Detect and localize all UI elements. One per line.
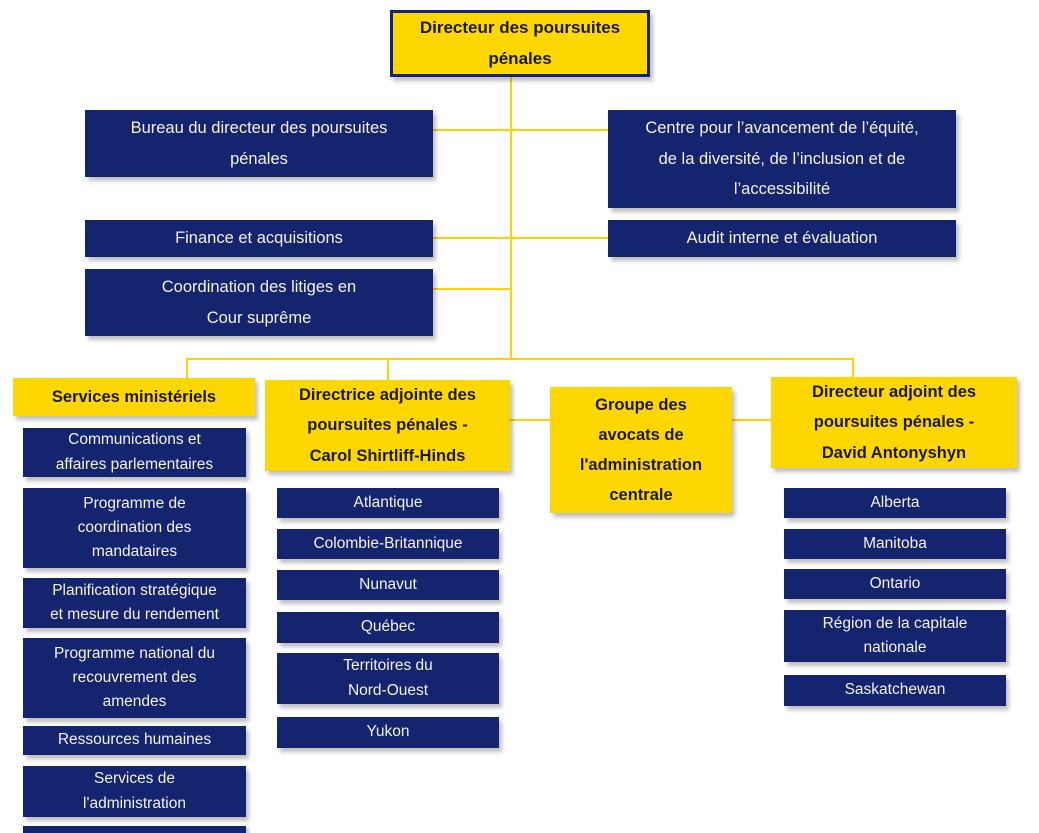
child-node-programme-coordination: Programme de coordination des mandataire…	[23, 488, 246, 568]
branch-head-directrice-adjointe: Directrice adjointe des poursuites pénal…	[265, 380, 510, 471]
connector-drop-directrice	[387, 358, 389, 381]
child-node-planification-strategique: Planification stratégique et mesure du r…	[23, 578, 246, 628]
child-node-territoires-nord-ouest: Territoires du Nord-Ouest	[277, 653, 499, 704]
child-node-nunavut: Nunavut	[277, 570, 499, 600]
branch-head-directeur-adjoint: Directeur adjoint des poursuites pénales…	[771, 377, 1017, 468]
node-centre-equite: Centre pour l’avancement de l’équité, de…	[608, 110, 956, 208]
child-node-colombie-britannique: Colombie-Britannique	[277, 529, 499, 559]
connector-root-vertical	[510, 77, 512, 360]
connector-groupe-right	[732, 419, 771, 421]
connector-row1-horizontal	[433, 129, 608, 131]
connector-drop-directeur	[852, 358, 854, 378]
node-audit-interne: Audit interne et évaluation	[608, 220, 956, 257]
branch-head-groupe-avocats: Groupe des avocats de l'administration c…	[550, 387, 732, 513]
child-node-programme-national-amendes: Programme national du recouvrement des a…	[23, 638, 246, 718]
cutoff-node-bottom	[23, 826, 246, 833]
node-finance-acquisitions: Finance et acquisitions	[85, 220, 433, 257]
child-node-communications: Communications et affaires parlementaire…	[23, 428, 246, 477]
connector-groupe-left	[510, 419, 550, 421]
root-node-directeur-poursuites-penales: Directeur des poursuites pénales	[390, 10, 650, 77]
node-coordination-litiges: Coordination des litiges en Cour suprême	[85, 269, 433, 336]
connector-drop-services	[186, 358, 188, 379]
node-bureau-directeur: Bureau du directeur des poursuites pénal…	[85, 110, 433, 177]
connector-row2-horizontal	[433, 237, 608, 239]
child-node-atlantique: Atlantique	[277, 488, 499, 518]
child-node-alberta: Alberta	[784, 488, 1006, 518]
child-node-saskatchewan: Saskatchewan	[784, 675, 1006, 706]
child-node-region-capitale-nationale: Région de la capitale nationale	[784, 610, 1006, 662]
connector-row3-horizontal	[433, 288, 512, 290]
child-node-ontario: Ontario	[784, 569, 1006, 599]
connector-distribution-horizontal	[186, 358, 854, 360]
child-node-quebec: Québec	[277, 612, 499, 643]
child-node-yukon: Yukon	[277, 717, 499, 748]
branch-head-services-ministeriels: Services ministériels	[13, 378, 255, 416]
child-node-services-administration: Services de l'administration	[23, 766, 246, 817]
child-node-ressources-humaines: Ressources humaines	[23, 726, 246, 755]
child-node-manitoba: Manitoba	[784, 529, 1006, 559]
